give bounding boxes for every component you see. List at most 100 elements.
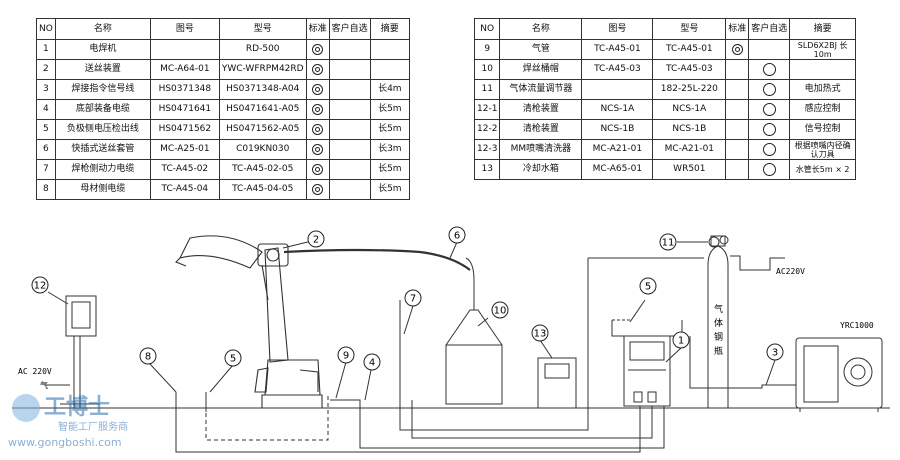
mascot-icon xyxy=(12,394,40,422)
callout-11: 11 xyxy=(659,233,677,251)
standard-mark-icon xyxy=(312,84,324,95)
callout-5: 5 xyxy=(639,277,657,295)
welding-power-source xyxy=(611,320,683,407)
label-cylinder-1: 气 xyxy=(714,303,723,315)
watermark-tag: 智能工厂服务商 xyxy=(58,420,128,433)
cell-optional xyxy=(748,139,791,160)
callout-number: 4 xyxy=(369,358,375,369)
optional-mark-icon xyxy=(762,103,776,116)
callout-5-b: 5 xyxy=(224,349,242,367)
cell-drawing: NCS-1A xyxy=(581,99,654,120)
callout-number: 10 xyxy=(494,306,507,317)
cell-model: WR501 xyxy=(652,159,727,180)
callout-number: 2 xyxy=(313,235,319,246)
watermark-title: 工博士 xyxy=(44,394,110,420)
label-cylinder-3: 钢 xyxy=(714,331,723,343)
cell-optional xyxy=(748,119,791,140)
standard-mark-icon xyxy=(312,104,324,115)
optional-mark-icon xyxy=(762,143,776,156)
callout-10: 10 xyxy=(491,301,509,319)
callout-number: 9 xyxy=(343,351,349,362)
cell-drawing: MC-A65-01 xyxy=(581,159,654,180)
label-ac-right: AC220V xyxy=(776,267,805,276)
callout-1: 1 xyxy=(672,331,690,349)
optional-mark-icon xyxy=(762,63,776,76)
callout-8: 8 xyxy=(139,347,157,365)
cell-standard xyxy=(305,79,330,100)
label-ac-left: AC 220V xyxy=(18,367,52,376)
cell-note: 长5m xyxy=(369,179,411,200)
wire-drum xyxy=(445,257,503,405)
standard-mark-icon xyxy=(312,124,324,135)
callout-number: 5 xyxy=(230,354,236,365)
callout-2: 2 xyxy=(307,230,325,248)
cell-note: 长4m xyxy=(369,79,411,100)
cell-standard xyxy=(305,179,330,200)
nozzle-cleaner xyxy=(60,295,100,408)
callout-number: 13 xyxy=(534,329,547,340)
welding-command-cable xyxy=(689,336,796,389)
col-header-standard: 标准 xyxy=(305,18,330,40)
gas-cylinder xyxy=(707,235,729,409)
gas-hose-route xyxy=(399,258,589,431)
label-gas-left: 气 xyxy=(40,380,48,390)
cell-standard xyxy=(305,59,330,80)
label-cylinder-2: 体 xyxy=(714,317,723,329)
cell-standard xyxy=(305,159,330,180)
cooling-water-tank xyxy=(537,357,577,409)
callout-number: 3 xyxy=(772,348,778,359)
callout-number: 7 xyxy=(410,294,416,305)
table-header-row: NO 名称 图号 型号 标准 客户自选 摘要 xyxy=(36,18,411,40)
label-cylinder-4: 瓶 xyxy=(714,345,723,357)
watermark-url: www.gongboshi.com xyxy=(8,436,122,449)
ac-power-line-right xyxy=(730,255,785,271)
cell-no: 13 xyxy=(473,159,501,180)
cell-standard xyxy=(725,39,750,60)
callout-number: 8 xyxy=(145,352,151,363)
standard-mark-icon xyxy=(312,164,324,175)
callout-4: 4 xyxy=(363,353,381,371)
standard-mark-icon xyxy=(731,44,743,55)
robot-arm xyxy=(175,235,323,408)
col-header-note: 摘要 xyxy=(369,18,411,40)
callout-9: 9 xyxy=(337,346,355,364)
robot-controller xyxy=(795,337,883,412)
gas-hose-bottom xyxy=(411,400,653,439)
callout-number: 1 xyxy=(678,336,684,347)
cell-drawing: TC-A45-04 xyxy=(149,179,220,200)
col-header-optional: 客户自选 xyxy=(748,18,791,40)
callout-13: 13 xyxy=(531,324,549,342)
optional-mark-icon xyxy=(762,163,776,176)
base-metal-cable xyxy=(175,392,641,453)
callout-6: 6 xyxy=(448,226,466,244)
standard-mark-icon xyxy=(312,64,324,75)
cell-note: 长5m xyxy=(369,119,411,140)
callout-3: 3 xyxy=(766,343,784,361)
optional-mark-icon xyxy=(762,83,776,96)
label-controller: YRC1000 xyxy=(840,321,874,330)
callout-7: 7 xyxy=(404,289,422,307)
optional-mark-icon xyxy=(762,123,776,136)
callout-number: 11 xyxy=(662,238,675,249)
bottom-equipment-cable xyxy=(330,399,665,449)
cell-note: 水管长5m × 2 xyxy=(789,159,856,180)
voltage-detection-cable-loop xyxy=(205,392,329,441)
standard-mark-icon xyxy=(312,144,324,155)
standard-mark-icon xyxy=(312,184,324,195)
callout-number: 12 xyxy=(34,281,47,292)
watermark: 工博士 智能工厂服务商 www.gongboshi.com xyxy=(8,394,128,449)
cell-no: 8 xyxy=(36,179,56,200)
cell-standard xyxy=(725,159,750,180)
callout-number: 6 xyxy=(454,231,460,242)
